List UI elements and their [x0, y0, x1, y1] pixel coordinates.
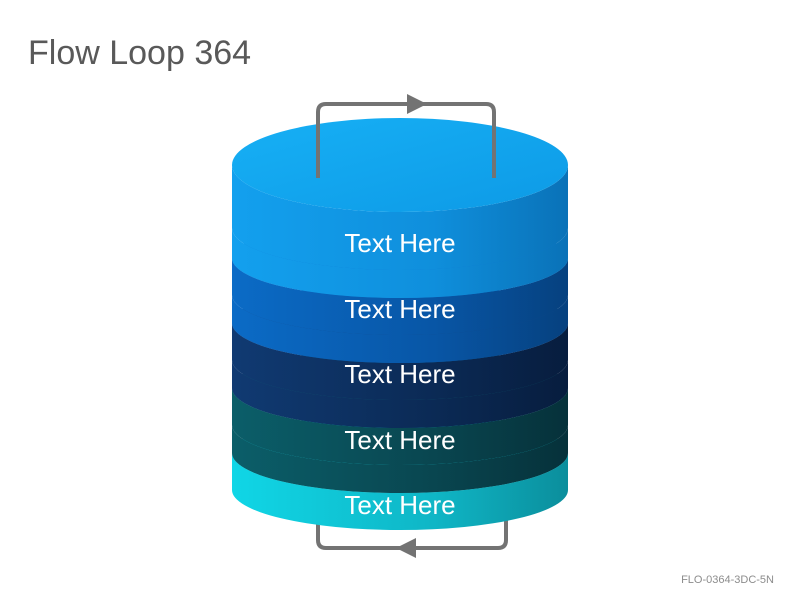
- stack-sides: [232, 228, 568, 530]
- layer-2-label: Text Here: [344, 294, 455, 324]
- layer-5-label: Text Here: [344, 490, 455, 520]
- top-arrowhead-icon: [407, 94, 427, 114]
- footer-code: FLO-0364-3DC-5N: [681, 574, 774, 586]
- layer-3-label: Text Here: [344, 359, 455, 389]
- page-title: Flow Loop 364: [28, 34, 252, 72]
- top-loop-arrow: [316, 102, 496, 178]
- layer-1-label: Text Here: [344, 228, 455, 258]
- layer-4-label: Text Here: [344, 425, 455, 455]
- bottom-arrowhead-icon: [396, 538, 416, 558]
